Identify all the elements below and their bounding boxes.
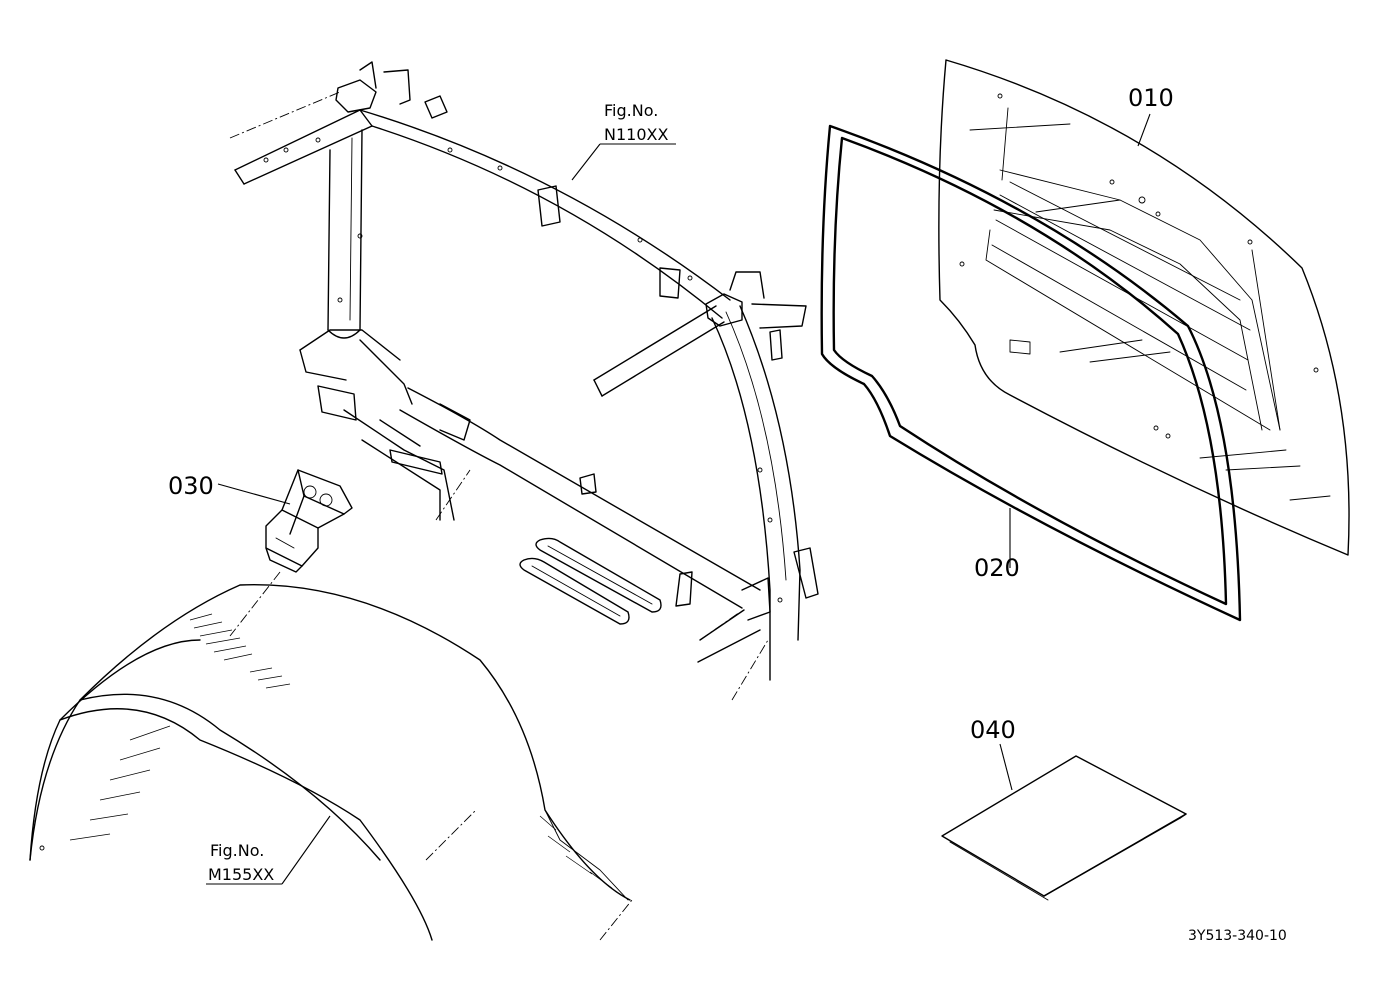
drawing-code: 3Y513-340-10 <box>1188 928 1287 944</box>
cab-frame <box>229 61 819 701</box>
roof-ref-line1: Fig.No. <box>210 841 264 860</box>
label-030: 030 <box>168 472 214 500</box>
label-020: 020 <box>974 554 1020 582</box>
leader-lines <box>206 113 1151 885</box>
label-010: 010 <box>1128 84 1174 112</box>
glass-seal-020 <box>820 124 1242 622</box>
cab-roof <box>29 584 633 941</box>
switch-030 <box>229 469 353 637</box>
frame-ref-line1: Fig.No. <box>604 101 658 120</box>
label-040: 040 <box>970 716 1016 744</box>
rear-glass-010 <box>938 59 1350 556</box>
roof-ref-line2: M155XX <box>208 865 274 884</box>
frame-ref-line2: N110XX <box>604 125 668 144</box>
decal-040 <box>941 755 1187 901</box>
